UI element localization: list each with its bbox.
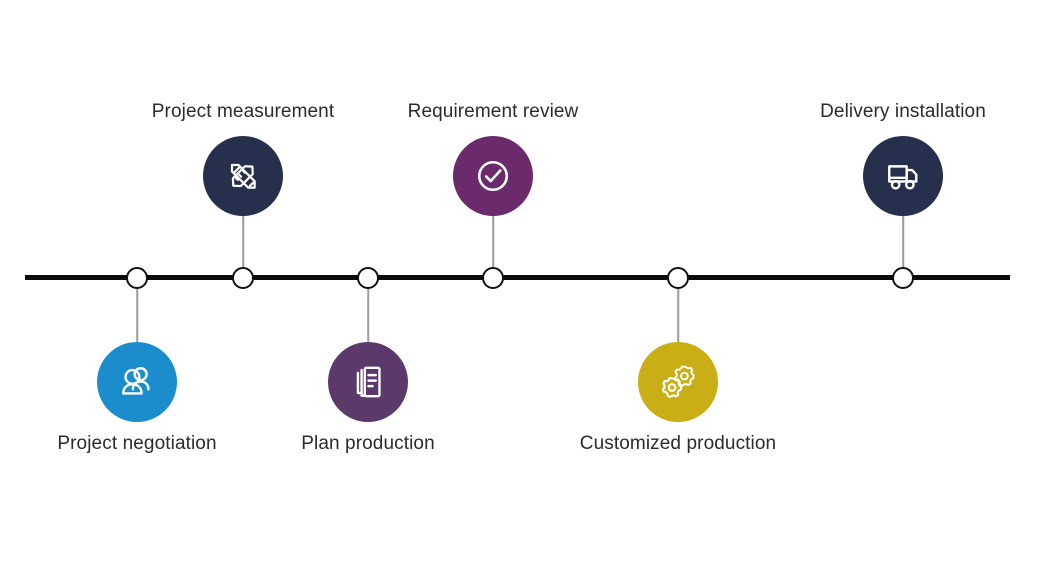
connector-stem-delivery-installation: [902, 216, 904, 268]
gears-icon: [656, 360, 700, 404]
timeline-axis: [25, 275, 1010, 280]
timeline-node-marker[interactable]: [232, 267, 254, 289]
step-icon-project-negotiation[interactable]: [97, 342, 177, 422]
connector-stem-project-measurement: [242, 216, 244, 268]
step-label-customized-production: Customized production: [579, 433, 777, 454]
timeline-node-marker[interactable]: [892, 267, 914, 289]
step-label-plan-production: Plan production: [301, 433, 435, 454]
truck-icon: [881, 154, 925, 198]
timeline-node-marker[interactable]: [482, 267, 504, 289]
users-icon: [115, 360, 159, 404]
step-label-requirement-review: Requirement review: [407, 101, 579, 122]
connector-stem-plan-production: [367, 289, 369, 342]
timeline-node-marker[interactable]: [667, 267, 689, 289]
connector-stem-project-negotiation: [136, 289, 138, 342]
timeline-node-marker[interactable]: [126, 267, 148, 289]
timeline-node-marker[interactable]: [357, 267, 379, 289]
connector-stem-customized-production: [677, 289, 679, 342]
step-icon-delivery-installation[interactable]: [863, 136, 943, 216]
step-icon-requirement-review[interactable]: [453, 136, 533, 216]
documents-icon: [346, 360, 390, 404]
check-circle-icon: [471, 154, 515, 198]
step-label-project-negotiation: Project negotiation: [57, 433, 217, 454]
step-icon-project-measurement[interactable]: [203, 136, 283, 216]
connector-stem-requirement-review: [492, 216, 494, 268]
step-label-project-measurement: Project measurement: [151, 101, 335, 122]
pencil-ruler-icon: [221, 154, 265, 198]
step-icon-plan-production[interactable]: [328, 342, 408, 422]
step-label-delivery-installation: Delivery installation: [820, 101, 986, 122]
step-icon-customized-production[interactable]: [638, 342, 718, 422]
